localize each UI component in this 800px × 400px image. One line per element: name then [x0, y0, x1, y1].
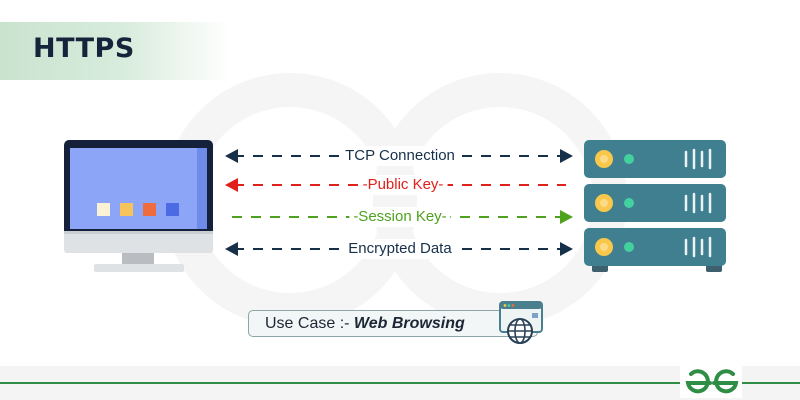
arrow-left-icon	[225, 242, 238, 256]
arrow-right-icon	[560, 149, 573, 163]
title-band	[0, 22, 230, 80]
use-case-text: Use Case :- Web Browsing	[265, 314, 465, 334]
link-label-public-key: -Public Key-	[358, 175, 448, 195]
link-tcp-connection	[225, 149, 573, 163]
link-encrypted-data	[225, 242, 573, 256]
link-public-key	[225, 178, 566, 192]
server-rack-icon	[584, 140, 726, 272]
web-browser-globe-icon	[499, 301, 543, 344]
arrow-right-icon	[560, 210, 573, 224]
watermark-logo-icon	[163, 73, 627, 327]
arrow-left-icon	[225, 149, 238, 163]
link-session-key	[232, 210, 573, 224]
arrow-right-icon	[560, 242, 573, 256]
desktop-monitor-icon	[64, 140, 213, 272]
use-case-value: Web Browsing	[353, 315, 465, 332]
gfg-logo-icon	[685, 369, 739, 394]
arrow-left-icon	[225, 178, 238, 192]
page-title: HTTPS	[33, 33, 135, 64]
use-case-box: Use Case :- Web Browsing	[248, 310, 538, 337]
footer-divider-line	[0, 382, 800, 384]
use-case-prefix: Use Case :-	[265, 315, 354, 332]
link-label-tcp-connection: TCP Connection	[341, 146, 459, 166]
link-label-encrypted-data: Encrypted Data	[344, 239, 456, 259]
link-label-session-key: -Session Key-	[349, 207, 451, 227]
